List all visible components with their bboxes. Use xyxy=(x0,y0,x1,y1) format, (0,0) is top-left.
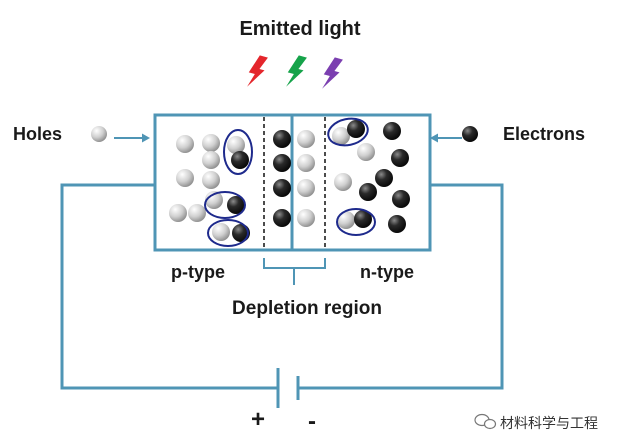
electron-hole-pair-ring xyxy=(336,208,376,236)
electron-particle xyxy=(232,224,250,242)
right-wire xyxy=(298,183,504,390)
hole-particle xyxy=(357,143,375,161)
electron-particle xyxy=(391,149,409,167)
electrons-arrow xyxy=(430,133,462,143)
hole-legend-marker xyxy=(91,126,107,142)
light-bolt-green-icon xyxy=(286,55,307,87)
hole-particle xyxy=(297,154,315,172)
hole-particle xyxy=(176,169,194,187)
hole-particle xyxy=(188,204,206,222)
electron-particle xyxy=(392,190,410,208)
electron-particle xyxy=(273,209,291,227)
hole-particle xyxy=(297,209,315,227)
electron-hole-pair-ring xyxy=(327,117,369,147)
electron-hole-pair-ring xyxy=(204,191,246,219)
hole-particle xyxy=(176,135,194,153)
electron-hole-pair-ring xyxy=(207,219,249,247)
emitted-light-bolts xyxy=(247,55,343,89)
n-type-label: n-type xyxy=(360,262,414,282)
depletion-bracket xyxy=(263,258,326,269)
wechat-icon xyxy=(474,413,497,430)
hole-particle xyxy=(337,211,355,229)
hole-particle xyxy=(169,204,187,222)
electron-legend-marker xyxy=(462,126,478,142)
battery-minus-label: - xyxy=(308,408,316,435)
p-type-label: p-type xyxy=(171,262,225,282)
electron-particle xyxy=(273,179,291,197)
hole-particle xyxy=(202,171,220,189)
electron-particle xyxy=(273,130,291,148)
hole-particle xyxy=(332,127,350,145)
hole-particle xyxy=(202,134,220,152)
holes-label: Holes xyxy=(13,124,62,144)
battery-plus-label: + xyxy=(251,406,265,433)
watermark: 材料科学与工程 xyxy=(474,413,598,432)
hole-particle xyxy=(202,151,220,169)
hole-particle xyxy=(297,179,315,197)
electron-particle xyxy=(231,151,249,169)
electron-particle xyxy=(273,154,291,172)
electron-particle xyxy=(227,196,245,214)
light-bolt-red-icon xyxy=(247,55,268,87)
hole-particle xyxy=(212,223,230,241)
electron-particle xyxy=(388,215,406,233)
light-bolt-purple-icon xyxy=(322,57,343,89)
left-wire xyxy=(60,183,278,390)
electron-particle xyxy=(347,120,365,138)
electron-particle xyxy=(383,122,401,140)
hole-particle xyxy=(334,173,352,191)
watermark-text: 材料科学与工程 xyxy=(500,416,598,432)
electron-particle xyxy=(375,169,393,187)
hole-particle xyxy=(205,191,223,209)
title: Emitted light xyxy=(239,18,360,40)
electron-particle xyxy=(354,210,372,228)
hole-particle xyxy=(227,136,245,154)
hole-particle xyxy=(297,130,315,148)
electrons-label: Electrons xyxy=(503,124,585,144)
electron-particle xyxy=(359,183,377,201)
depletion-region-label: Depletion region xyxy=(232,298,382,319)
charge-carriers xyxy=(169,120,410,242)
holes-arrow xyxy=(114,133,150,143)
electron-hole-pairs xyxy=(204,117,376,247)
electron-hole-pair-ring xyxy=(223,129,253,175)
